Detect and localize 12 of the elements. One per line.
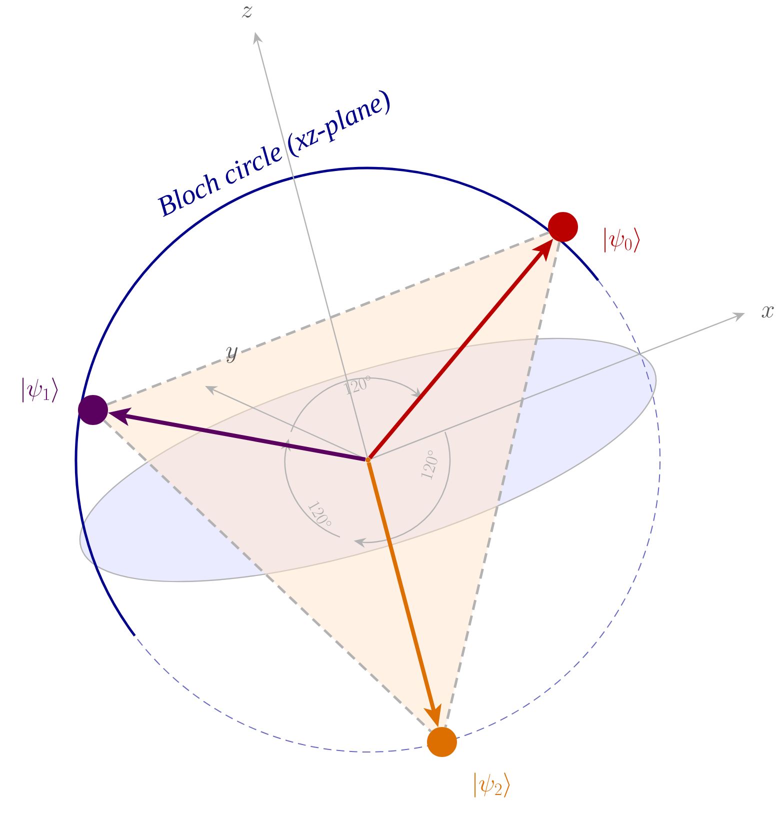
- center-point: [366, 458, 370, 462]
- state-label: $|\psi_2\rangle$: [474, 772, 510, 798]
- state-dot: [427, 727, 457, 757]
- axis-label: $x$: [762, 306, 774, 318]
- state-label: $|\psi_0\rangle$: [604, 228, 640, 252]
- state-dot: [78, 395, 108, 425]
- angle-label: $120^\circ$: [421, 450, 438, 480]
- axis-label: $z$: [242, 6, 252, 18]
- state-label: $|\psi_1\rangle$: [22, 378, 58, 402]
- axis-label: $y$: [226, 346, 238, 364]
- angle-label: $120^\circ$: [308, 500, 332, 526]
- state-dot: [548, 212, 578, 242]
